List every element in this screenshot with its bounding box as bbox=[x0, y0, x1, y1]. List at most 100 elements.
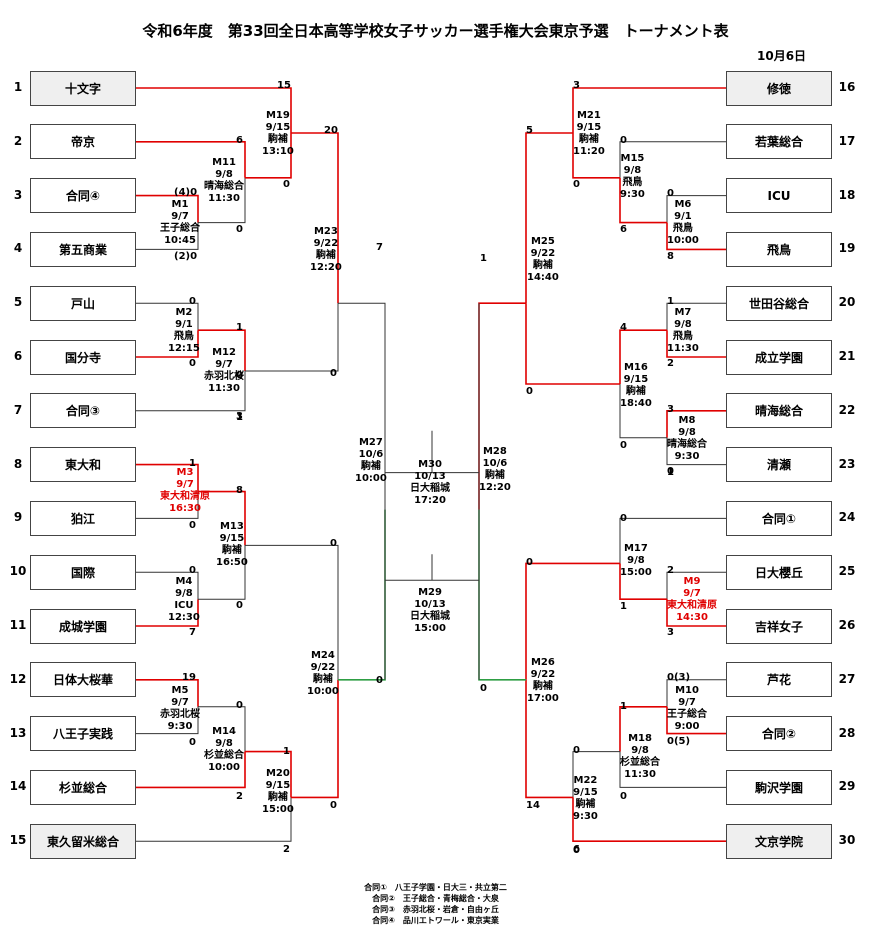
bracket-line bbox=[619, 705, 667, 752]
bracket-line bbox=[291, 679, 339, 799]
match-info-line: 杉並総合 bbox=[204, 750, 244, 761]
team-box: 戸山 bbox=[30, 285, 136, 321]
score-label: 1 bbox=[667, 296, 674, 307]
bracket-line bbox=[572, 797, 726, 843]
match-info-line: 9/1 bbox=[175, 319, 193, 330]
bracket-line bbox=[198, 490, 246, 546]
match-info-line: 15:00 bbox=[620, 567, 652, 578]
match-info-line: 駒補 bbox=[625, 386, 646, 397]
match-info-line: M13 bbox=[219, 521, 244, 532]
match-info-line: 9/8 bbox=[678, 427, 696, 438]
bracket-line bbox=[136, 222, 199, 250]
team-number: 11 bbox=[9, 618, 27, 632]
team-box: 成城学園 bbox=[30, 608, 136, 644]
bracket-line bbox=[198, 706, 246, 752]
match-info-line: 10/6 bbox=[358, 449, 384, 460]
match-info-line: 9/8 bbox=[175, 588, 193, 599]
match-info-line: 駒補 bbox=[267, 792, 288, 803]
score-label: 14 bbox=[526, 800, 540, 811]
team-box: 杉並総合 bbox=[30, 769, 136, 805]
match-info-line: 日大稲城 bbox=[410, 611, 450, 622]
team-number: 23 bbox=[838, 456, 856, 471]
match-info-line: 9/22 bbox=[530, 248, 556, 259]
team-number: 26 bbox=[838, 618, 856, 632]
score-label: 3 bbox=[573, 80, 580, 91]
match-info-line: 王子総合 bbox=[667, 709, 707, 720]
match-info-line: 9:30 bbox=[674, 451, 700, 462]
match-info-line: M1 bbox=[171, 199, 189, 210]
score-label: 0 bbox=[330, 368, 337, 379]
team-number: 29 bbox=[838, 779, 856, 794]
match-info-line: 王子総合 bbox=[160, 223, 200, 234]
team-box: 合同① bbox=[726, 500, 832, 536]
bracket-line bbox=[619, 384, 667, 439]
score-label: 0 bbox=[620, 135, 627, 146]
match-info-line: 9:30 bbox=[573, 811, 598, 822]
team-number: 12 bbox=[9, 671, 27, 686]
match-info-line: M24 bbox=[310, 650, 335, 661]
team-box: 合同④ bbox=[30, 178, 136, 214]
score-label: 1 bbox=[480, 253, 487, 264]
bracket-line bbox=[666, 571, 726, 600]
team-box: 国分寺 bbox=[30, 339, 136, 375]
match-info-line: 9/7 bbox=[215, 359, 233, 370]
team-box: 狛江 bbox=[30, 500, 136, 536]
bracket-line bbox=[619, 751, 726, 788]
score-label: 20 bbox=[324, 125, 338, 136]
match-info-line: 9:30 bbox=[167, 721, 193, 732]
team-number: 19 bbox=[838, 241, 856, 256]
match-info-line: M26 bbox=[530, 657, 555, 668]
match-info-line: 9/15 bbox=[265, 122, 291, 133]
match-info-line: 日大稲城 bbox=[410, 483, 450, 494]
team-box: 飛鳥 bbox=[726, 231, 832, 267]
match-info-line: 9/15 bbox=[573, 787, 598, 798]
bracket-line bbox=[666, 437, 726, 466]
score-label: 7 bbox=[376, 242, 383, 253]
match-info-line: 9/15 bbox=[623, 374, 649, 385]
bracket-line bbox=[525, 132, 573, 304]
score-label: (2)0 bbox=[174, 251, 198, 262]
match-info-line: 10:00 bbox=[208, 762, 240, 773]
match-info-line: 9/15 bbox=[265, 780, 291, 791]
score-label: 0 bbox=[526, 557, 533, 568]
score-label: 19 bbox=[182, 672, 196, 683]
score-label: 0 bbox=[189, 520, 196, 531]
team-box: 帝京 bbox=[30, 124, 136, 160]
match-info-line: M5 bbox=[171, 685, 189, 696]
match-info-line: 12:15 bbox=[168, 343, 200, 354]
team-number: 10 bbox=[9, 564, 27, 579]
team-box: 日体大桜華 bbox=[30, 662, 136, 698]
team-box: 東大和 bbox=[30, 447, 136, 483]
score-label: 8 bbox=[667, 251, 674, 262]
score-label: 1 bbox=[236, 412, 243, 423]
match-info-line: 17:20 bbox=[414, 495, 446, 506]
match-info-line: 14:30 bbox=[676, 612, 708, 623]
match-info-line: 10:45 bbox=[164, 235, 196, 246]
match-info-line: 9/7 bbox=[176, 479, 194, 490]
score-label: 0 bbox=[330, 538, 337, 549]
score-label: 0 bbox=[667, 466, 674, 477]
bracket-line bbox=[666, 302, 726, 331]
score-label: 0 bbox=[480, 683, 487, 694]
score-label: (4)0 bbox=[174, 187, 198, 198]
bracket-line bbox=[198, 177, 246, 224]
match-info-line: 駒補 bbox=[360, 461, 381, 472]
match-info-line: M23 bbox=[313, 226, 338, 237]
score-label: 1 bbox=[236, 322, 243, 333]
match-info-line: M9 bbox=[683, 576, 701, 587]
match-info-line: 駒補 bbox=[221, 545, 242, 556]
team-number: 22 bbox=[838, 402, 856, 417]
match-info-line: 9/22 bbox=[313, 238, 339, 249]
match-info-line: 17:00 bbox=[527, 693, 559, 704]
match-info-line: 飛鳥 bbox=[622, 177, 643, 188]
bracket-line bbox=[198, 329, 246, 371]
score-label: 3 bbox=[236, 411, 243, 422]
team-number: 27 bbox=[838, 671, 856, 686]
match-info-line: 11:30 bbox=[667, 343, 699, 354]
match-info-line: M15 bbox=[620, 153, 645, 164]
